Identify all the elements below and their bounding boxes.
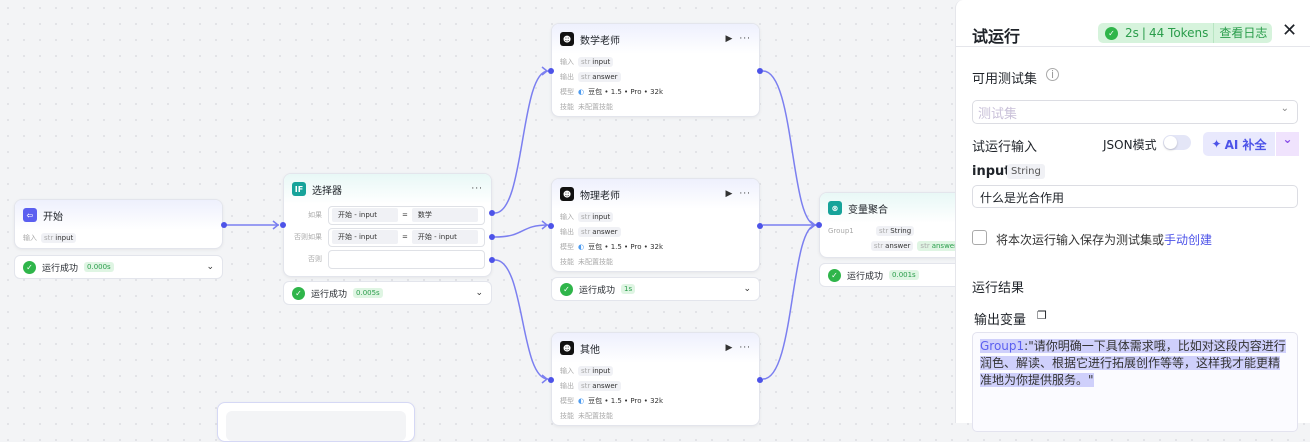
if-icon: IF	[292, 182, 306, 196]
save-testset-checkbox[interactable]	[972, 230, 987, 245]
testset-select[interactable]: 测试集⌄	[972, 100, 1298, 124]
success-icon: ✓	[23, 260, 36, 274]
run-summary-badge: ✓2s|44 Tokens 查看日志	[1098, 23, 1273, 43]
elseif-port[interactable]	[489, 234, 495, 240]
test-run-panel: 试运行 ✓2s|44 Tokens 查看日志 ✕ 可用测试集 i 测试集⌄ 试运…	[955, 0, 1310, 432]
close-icon[interactable]: ✕	[1282, 20, 1298, 41]
success-icon: ✓	[828, 268, 841, 282]
partial-node[interactable]	[217, 402, 415, 442]
llm-input-port[interactable]	[548, 377, 554, 383]
bot-icon: ☻	[560, 32, 574, 46]
ai-fill-button[interactable]: ✦AI 补全⌄	[1203, 132, 1299, 156]
play-icon[interactable]: ▶	[725, 189, 734, 199]
json-mode-toggle[interactable]	[1163, 135, 1191, 150]
edges	[226, 66, 817, 384]
edge-math-agg	[762, 70, 817, 226]
more-icon[interactable]: ···	[471, 184, 483, 194]
aggregate-input-port[interactable]	[816, 222, 822, 228]
condition-elseif[interactable]: 开始 - input=开始 - input	[328, 227, 485, 247]
condition-else[interactable]	[328, 249, 485, 269]
chevron-down-icon: ⌄	[1280, 103, 1289, 114]
edge-if-math	[494, 70, 549, 214]
start-icon: ⇦	[23, 208, 37, 222]
panel-title: 试运行	[972, 27, 1021, 46]
else-port[interactable]	[489, 257, 495, 263]
success-icon: ✓	[1105, 26, 1118, 40]
more-icon[interactable]: ···	[739, 34, 751, 44]
more-icon[interactable]: ···	[739, 343, 751, 353]
llm-output-port[interactable]	[757, 377, 763, 383]
llm-input-port[interactable]	[548, 68, 554, 74]
view-log-link[interactable]: 查看日志	[1213, 23, 1272, 43]
chevron-down-icon[interactable]: ⌄	[743, 284, 751, 294]
input-field[interactable]: 什么是光合作用	[972, 185, 1298, 208]
manual-create-link[interactable]: 手动创建	[1164, 233, 1213, 247]
edge-elseif-physics	[494, 224, 549, 238]
chevron-down-icon[interactable]: ⌄	[475, 288, 483, 298]
bot-icon: ☻	[560, 341, 574, 355]
condition-if[interactable]: 开始 - input=数学	[328, 205, 485, 225]
chevron-down-icon: ⌄	[1275, 132, 1299, 156]
edge-else-other	[494, 259, 549, 380]
success-icon: ✓	[560, 282, 573, 296]
play-icon[interactable]: ▶	[725, 343, 734, 353]
llm-output-port[interactable]	[757, 223, 763, 229]
chevron-down-icon[interactable]: ⌄	[206, 262, 214, 272]
bot-icon: ☻	[560, 187, 574, 201]
model-icon: ◐	[578, 396, 585, 405]
selector-input-port[interactable]	[280, 222, 286, 228]
aggregate-icon: ⊗	[828, 201, 842, 215]
copy-icon[interactable]: ❐	[1037, 309, 1047, 322]
start-output-port[interactable]	[221, 222, 227, 228]
output-box[interactable]: Group1:"请你明确一下具体需求哦，比如对这段内容进行润色、解读、根据它进行…	[972, 332, 1298, 432]
play-icon[interactable]: ▶	[725, 34, 734, 44]
info-icon[interactable]: i	[1046, 68, 1059, 81]
llm-input-port[interactable]	[548, 223, 554, 229]
edge-other-agg	[762, 224, 817, 380]
model-icon: ◐	[578, 242, 585, 251]
success-icon: ✓	[292, 286, 305, 300]
if-port[interactable]	[489, 210, 495, 216]
sparkle-icon: ✦	[1211, 137, 1222, 151]
llm-output-port[interactable]	[757, 68, 763, 74]
model-icon: ◐	[578, 87, 585, 96]
more-icon[interactable]: ···	[739, 189, 751, 199]
